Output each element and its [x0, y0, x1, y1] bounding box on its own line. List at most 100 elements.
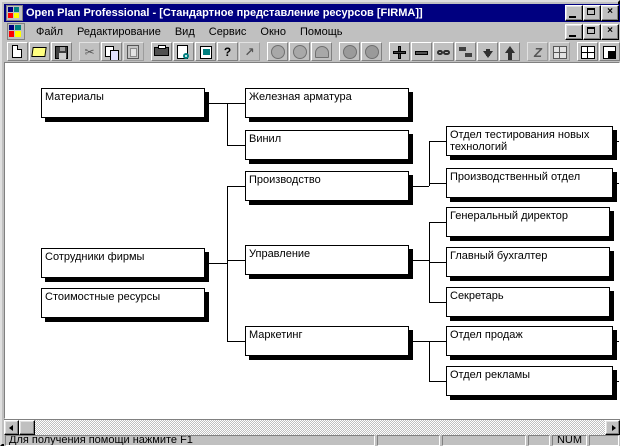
title-bar: Open Plan Professional - [Стандартное пр… — [4, 4, 620, 22]
menu-item-view[interactable]: Вид — [174, 25, 195, 38]
window-controls: × — [565, 5, 619, 21]
connector-line — [409, 341, 429, 342]
resource-node-sekretar[interactable]: Секретарь — [446, 287, 610, 317]
context-help-button[interactable]: ↗ — [239, 42, 260, 61]
resource-node-label: Секретарь — [450, 290, 504, 302]
resource-node-otdel-reklamy[interactable]: Отдел рекламы — [446, 366, 613, 396]
status-panel-e — [589, 435, 619, 446]
mdi-restore-button[interactable] — [583, 24, 601, 40]
connector-line — [613, 183, 619, 184]
resource-group-button[interactable] — [311, 42, 332, 61]
paste-button[interactable] — [123, 42, 144, 61]
resource-node-gl-buhgalter[interactable]: Главный бухгалтер — [446, 247, 610, 277]
status-message: Для получения помощи нажмите F1 — [5, 435, 375, 446]
resource-node-otdel-prodazh[interactable]: Отдел продаж — [446, 326, 613, 356]
connector-line — [613, 141, 619, 142]
connector-line — [227, 341, 245, 342]
connector-line — [429, 302, 446, 303]
move-down-button[interactable] — [477, 42, 498, 61]
connector-line — [429, 141, 430, 186]
help-button[interactable]: ? — [217, 42, 238, 61]
minimize-button[interactable] — [565, 5, 583, 21]
resource-node-upravlenie[interactable]: Управление — [245, 245, 409, 275]
toolbar: ✂ ? ↗ Z — [4, 41, 620, 62]
copy-button[interactable] — [101, 42, 122, 61]
cut-button[interactable]: ✂ — [79, 42, 100, 61]
connector-line — [227, 145, 245, 146]
mdi-child-controls: × — [565, 24, 619, 40]
move-up-button[interactable] — [499, 42, 520, 61]
connector-line — [429, 341, 430, 381]
add-node-button[interactable] — [389, 42, 410, 61]
connector-line — [227, 260, 245, 261]
resource-node-label: Главный бухгалтер — [450, 250, 548, 262]
app-icon — [6, 5, 23, 21]
resource-node-proizvodstvo[interactable]: Производство — [245, 171, 409, 201]
resource-node-label: Материалы — [45, 91, 104, 103]
menu-item-help[interactable]: Помощь — [299, 25, 343, 38]
person-circle-button[interactable] — [289, 42, 310, 61]
connector-line — [227, 186, 245, 187]
connector-line — [227, 186, 228, 341]
resource-node-vinil[interactable]: Винил — [245, 130, 409, 160]
maximize-button[interactable] — [583, 5, 601, 21]
mdi-minimize-button[interactable] — [565, 24, 583, 40]
connector-line — [429, 381, 446, 382]
resource-node-button[interactable] — [267, 42, 288, 61]
resource-node-label: Сотрудники фирмы — [45, 251, 145, 263]
connector-line — [429, 341, 446, 342]
connector-line — [409, 186, 429, 187]
connector-line — [613, 341, 619, 342]
resource-node-stoimostnye[interactable]: Стоимостные ресурсы — [41, 288, 205, 318]
sort-circle-button[interactable] — [361, 42, 382, 61]
resource-node-sotrudniki[interactable]: Сотрудники фирмы — [41, 248, 205, 278]
connector-line — [429, 183, 446, 184]
zigzag-layout-button[interactable]: Z — [527, 42, 548, 61]
resource-node-label: Производственный отдел — [450, 171, 581, 183]
resource-node-proizv-otdel[interactable]: Производственный отдел — [446, 168, 613, 198]
new-file-button[interactable] — [7, 42, 28, 61]
resource-node-armatura[interactable]: Железная арматура — [245, 88, 409, 118]
print-button[interactable] — [151, 42, 172, 61]
resource-node-label: Железная арматура — [249, 91, 352, 103]
status-panel-a — [377, 435, 440, 446]
resource-node-otdel-test[interactable]: Отдел тестирования новых технологий — [446, 126, 613, 156]
tile-windows-button[interactable] — [577, 42, 598, 61]
resource-node-materialy[interactable]: Материалы — [41, 88, 205, 118]
scroll-left-arrow[interactable] — [4, 420, 19, 435]
open-file-button[interactable] — [29, 42, 50, 61]
scroll-thumb[interactable] — [19, 420, 35, 435]
connector-line — [409, 260, 429, 261]
status-panel-c — [528, 435, 550, 446]
cascade-windows-button[interactable] — [599, 42, 620, 61]
resource-node-marketing[interactable]: Маркетинг — [245, 326, 409, 356]
resource-node-label: Маркетинг — [249, 329, 303, 341]
mdi-close-button[interactable]: × — [601, 24, 619, 40]
resource-node-label: Отдел рекламы — [450, 369, 531, 381]
sort-button[interactable] — [195, 42, 216, 61]
scrollbar-track[interactable] — [19, 420, 605, 435]
menu-item-window[interactable]: Окно — [260, 25, 286, 38]
print-preview-button[interactable] — [173, 42, 194, 61]
scroll-right-arrow[interactable] — [605, 420, 620, 435]
menu-item-edit[interactable]: Редактирование — [77, 25, 161, 38]
horizontal-scrollbar[interactable] — [4, 419, 620, 435]
document-icon[interactable] — [7, 23, 25, 40]
delete-node-button[interactable] — [411, 42, 432, 61]
resource-node-label: Управление — [249, 248, 311, 260]
menu-item-tools[interactable]: Сервис — [208, 25, 247, 38]
close-button[interactable]: × — [601, 5, 619, 21]
menu-item-file[interactable]: Файл — [36, 25, 64, 38]
save-file-button[interactable] — [51, 42, 72, 61]
connector-line — [429, 141, 446, 142]
connector-line — [205, 103, 227, 104]
resource-node-label: Отдел тестирования новых технологий — [450, 129, 590, 153]
unlink-nodes-button[interactable] — [455, 42, 476, 61]
filter-button[interactable] — [339, 42, 360, 61]
connector-line — [613, 381, 619, 382]
link-nodes-button[interactable] — [433, 42, 454, 61]
status-panel-b — [442, 435, 526, 446]
resource-node-gen-direktor[interactable]: Генеральный директор — [446, 207, 610, 237]
table-view-button[interactable] — [549, 42, 570, 61]
